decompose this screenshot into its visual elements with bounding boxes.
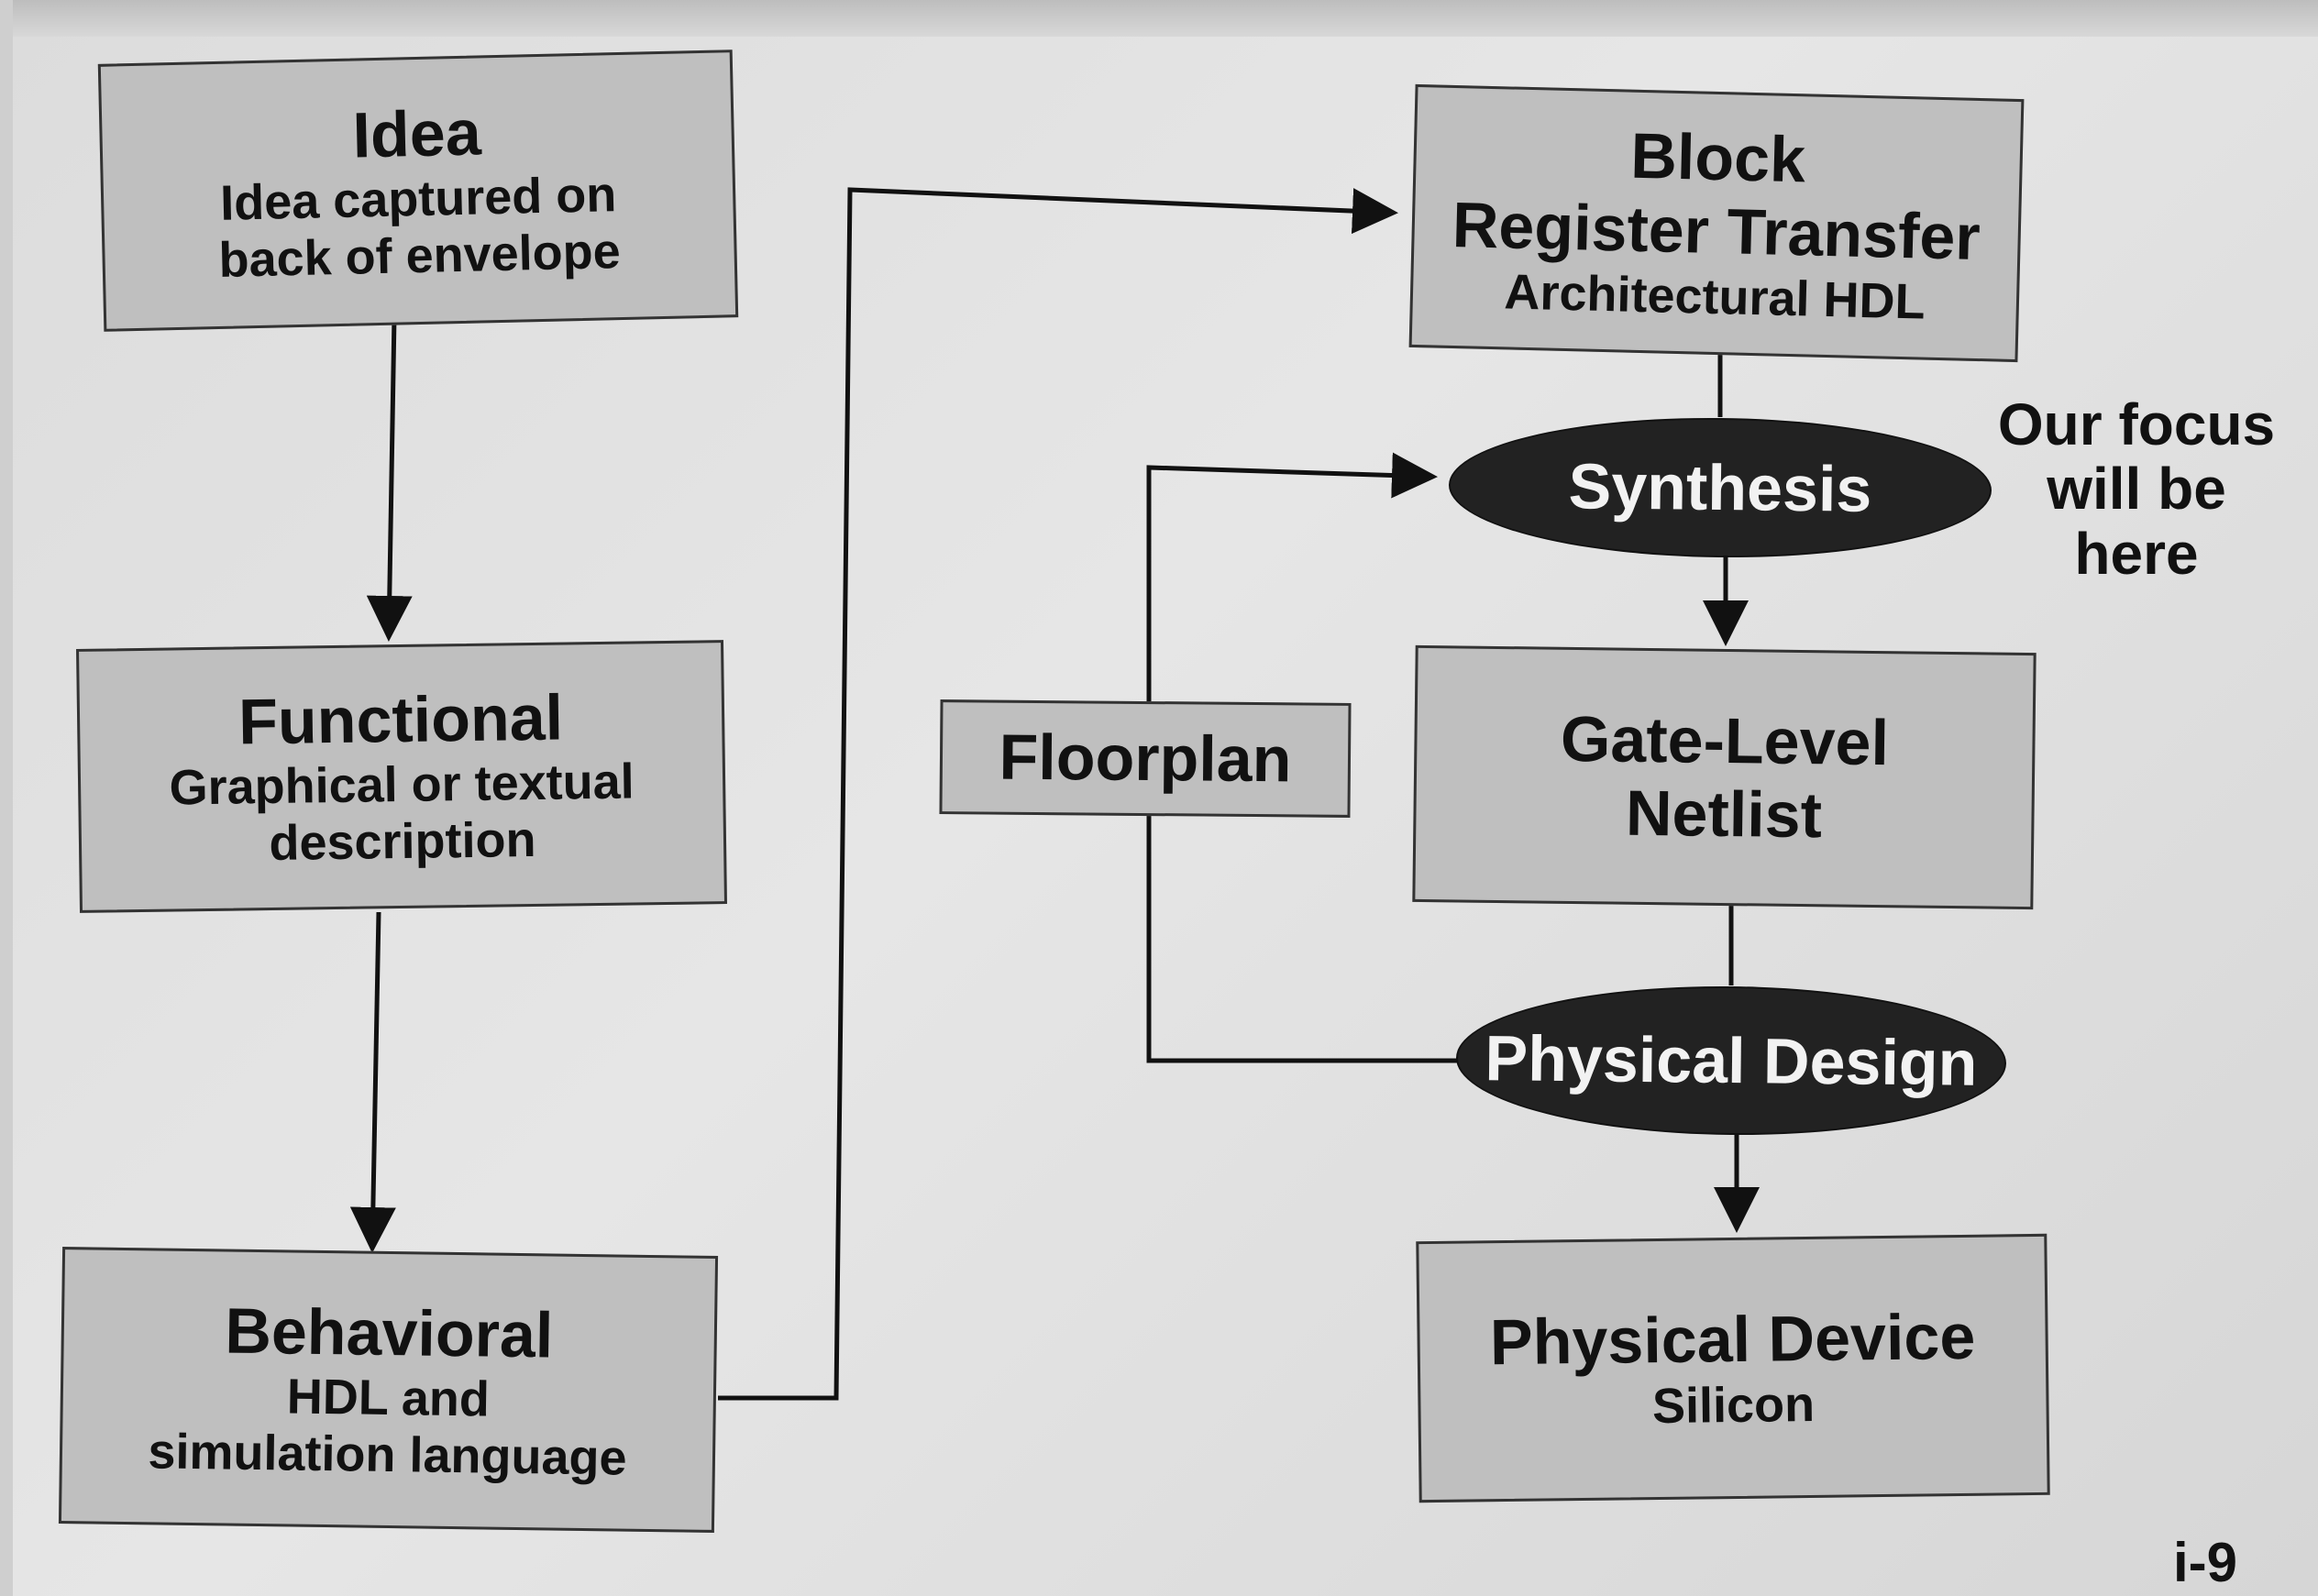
idea-box: Idea Idea captured on back of envelope — [97, 50, 739, 332]
page-number: i-9 — [2173, 1532, 2238, 1593]
functional-description: Graphical or textual description — [169, 754, 635, 872]
arrow-functional-to-behavioral — [349, 911, 396, 1253]
floorplan-box: Floorplan — [939, 699, 1352, 818]
block-rtl-description: Architectural HDL — [1503, 264, 1926, 330]
top-band — [0, 0, 2318, 37]
left-band — [0, 0, 13, 1596]
gate-level-title: Gate-Level Netlist — [1560, 702, 1890, 852]
behavioral-description: HDL and simulation language — [148, 1369, 627, 1486]
idea-title: Idea — [351, 96, 482, 171]
floorplan-title: Floorplan — [999, 721, 1292, 796]
block-rtl-title: Block Register Transfer — [1452, 119, 1981, 274]
physical-device-description: Silicon — [1651, 1376, 1816, 1434]
physical-device-box: Physical Device Silicon — [1416, 1233, 2050, 1503]
physical-device-title: Physical Device — [1489, 1300, 1976, 1379]
behavioral-title: Behavioral — [224, 1294, 554, 1371]
synthesis-label: Synthesis — [1568, 450, 1872, 525]
focus-note: Our focus will be here — [1997, 391, 2276, 587]
arrow-behavioral-to-block — [718, 187, 1398, 1401]
line-physical-design-to-floorplan — [1146, 816, 1467, 1063]
behavioral-box: Behavioral HDL and simulation language — [58, 1247, 719, 1533]
physical-design-label: Physical Design — [1485, 1022, 1978, 1099]
block-rtl-box: Block Register Transfer Architectural HD… — [1408, 83, 2025, 363]
idea-description: Idea captured on back of envelope — [217, 167, 622, 289]
functional-title: Functional — [237, 681, 564, 758]
gate-level-netlist-box: Gate-Level Netlist — [1412, 644, 2037, 910]
arrow-idea-to-functional — [366, 315, 413, 642]
functional-box: Functional Graphical or textual descript… — [76, 640, 727, 913]
arrow-floorplan-to-synthesis — [1146, 452, 1438, 701]
